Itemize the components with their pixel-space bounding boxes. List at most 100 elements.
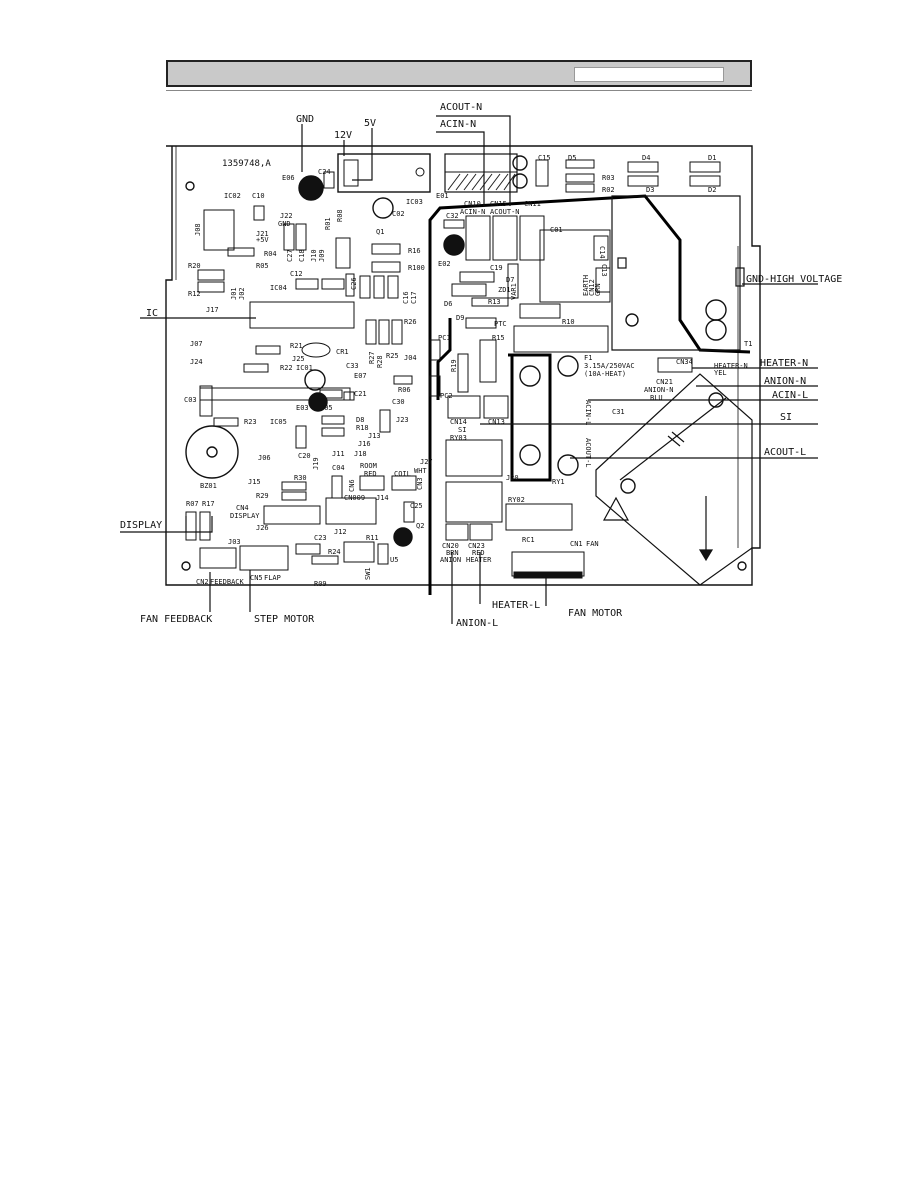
ref-j21: J21: [256, 230, 269, 238]
ref-j16: J16: [358, 440, 371, 448]
ref-r07: R07: [186, 500, 199, 508]
anion-l-label: ANION-L: [456, 618, 498, 629]
ref-ptc: PTC: [494, 320, 507, 328]
ref-j13: J13: [368, 432, 381, 440]
ref-display-s: DISPLAY: [230, 512, 260, 520]
component-designators: IC02 C10 J08 J22 GND J21 +5V R04 R05 R20…: [184, 154, 752, 588]
ref-c30: C30: [392, 398, 405, 406]
ref-d2: D2: [708, 186, 716, 194]
ref-d6: D6: [444, 300, 452, 308]
ref-brn: BRN: [446, 549, 459, 557]
ref-cn12: CN12: [588, 279, 596, 296]
ref-r15: R15: [492, 334, 505, 342]
acin-n-label: ACIN-N: [440, 119, 476, 130]
ref-acout-n-s: ACOUT-N: [490, 208, 520, 216]
ref-cn009: CN009: [344, 494, 365, 502]
ref-r10: R10: [562, 318, 575, 326]
ref-j11: J11: [332, 450, 345, 458]
ref-yel: YEL: [714, 369, 727, 377]
anion-module: [595, 373, 753, 586]
ref-d5: D5: [568, 154, 576, 162]
ref-fuse-rating: 3.15A/250VAC: [584, 362, 635, 370]
ref-sw1: SW1: [364, 567, 372, 580]
ref-cn1: CN1: [570, 540, 583, 548]
ic-label: IC: [146, 308, 158, 319]
ref-acin-l-s: ACIN-L: [584, 400, 592, 425]
ref-c16: C16: [402, 291, 410, 304]
ref-cn6: CN6: [348, 479, 356, 492]
ref-j15: J15: [248, 478, 261, 486]
ref-c15: C15: [538, 154, 551, 162]
ref-c14: C14: [598, 246, 606, 259]
ref-var1: VAR1: [510, 283, 518, 300]
fan-motor-label: FAN MOTOR: [568, 608, 623, 619]
ref-c10: C10: [252, 192, 265, 200]
ref-r04: R04: [264, 250, 277, 258]
ref-r16: R16: [408, 247, 421, 255]
ref-ic03: IC03: [406, 198, 423, 206]
ref-cr1: CR1: [336, 348, 349, 356]
ref-c26: C26: [350, 277, 358, 290]
ref-r23: R23: [244, 418, 257, 426]
ref-c19: C19: [490, 264, 503, 272]
ref-cn20: CN20: [442, 542, 459, 550]
ref-ic01: IC01: [296, 364, 313, 372]
ref-cn15: CN15: [490, 200, 507, 208]
ref-j01: J01: [230, 287, 238, 300]
ref-c33: C33: [346, 362, 359, 370]
circular-components: [181, 175, 747, 571]
ref-r22: R22: [280, 364, 293, 372]
ref-cn21: CN21: [656, 378, 673, 386]
ref-r11: R11: [366, 534, 379, 542]
ref-acin-n-s: ACIN-N: [460, 208, 485, 216]
ref-e03: E03: [296, 404, 309, 412]
ref-e06: E06: [282, 174, 295, 182]
ref-bz01: BZ01: [200, 482, 217, 490]
ref-c32: C32: [446, 212, 459, 220]
ref-c31: C31: [612, 408, 625, 416]
ref-cn13: CN13: [488, 418, 505, 426]
heater-n-label: HEATER-N: [760, 358, 808, 369]
gnd-label: GND: [296, 114, 314, 125]
ref-j26: J26: [256, 524, 269, 532]
ref-heater: HEATER: [466, 556, 492, 564]
ref-r28: R28: [376, 355, 384, 368]
step-motor-label: STEP MOTOR: [254, 614, 315, 625]
ref-cn3: CN3: [416, 477, 424, 490]
ref-j24: J24: [190, 358, 203, 366]
ref-si-s: SI: [458, 426, 466, 434]
anion-n-label: ANION-N: [764, 376, 806, 387]
ref-c27: C27: [286, 249, 294, 262]
power-traces: [428, 194, 751, 595]
ref-j09: J09: [318, 249, 326, 262]
board-part-number: 1359748,A: [222, 159, 271, 169]
heater-l-label: HEATER-L: [492, 600, 540, 611]
si-label: SI: [780, 412, 792, 423]
ref-c17: C17: [410, 291, 418, 304]
display-label: DISPLAY: [120, 520, 162, 531]
component-bodies: [185, 159, 721, 579]
ref-j06: J06: [258, 454, 271, 462]
ref-t1: T1: [744, 340, 752, 348]
ref-pc2: PC2: [440, 392, 453, 400]
ref-fuse-heat: (10A-HEAT): [584, 370, 626, 378]
ref-j05: J05: [320, 404, 333, 412]
ref-r02: R02: [602, 186, 615, 194]
ref-r05: R05: [256, 262, 269, 270]
ref-j07: J07: [190, 340, 203, 348]
ref-r27: R27: [368, 351, 376, 364]
acin-l-label: ACIN-L: [772, 390, 808, 401]
ref-q1: Q1: [376, 228, 384, 236]
5v-label: 5V: [364, 118, 376, 129]
ref-j03: J03: [228, 538, 241, 546]
ref-r12: R12: [188, 290, 201, 298]
ref-gnd-s: GND: [278, 220, 291, 228]
ref-fan: FAN: [586, 540, 599, 548]
ref-r25: R25: [386, 352, 399, 360]
ref-c25: C25: [410, 502, 423, 510]
ref-e01: E01: [436, 192, 449, 200]
ref-ic05: IC05: [270, 418, 287, 426]
ref-d8: D8: [356, 416, 364, 424]
ref-red2: RED: [472, 549, 485, 557]
ref-acout-l-s: ACOUT-L: [584, 438, 592, 468]
